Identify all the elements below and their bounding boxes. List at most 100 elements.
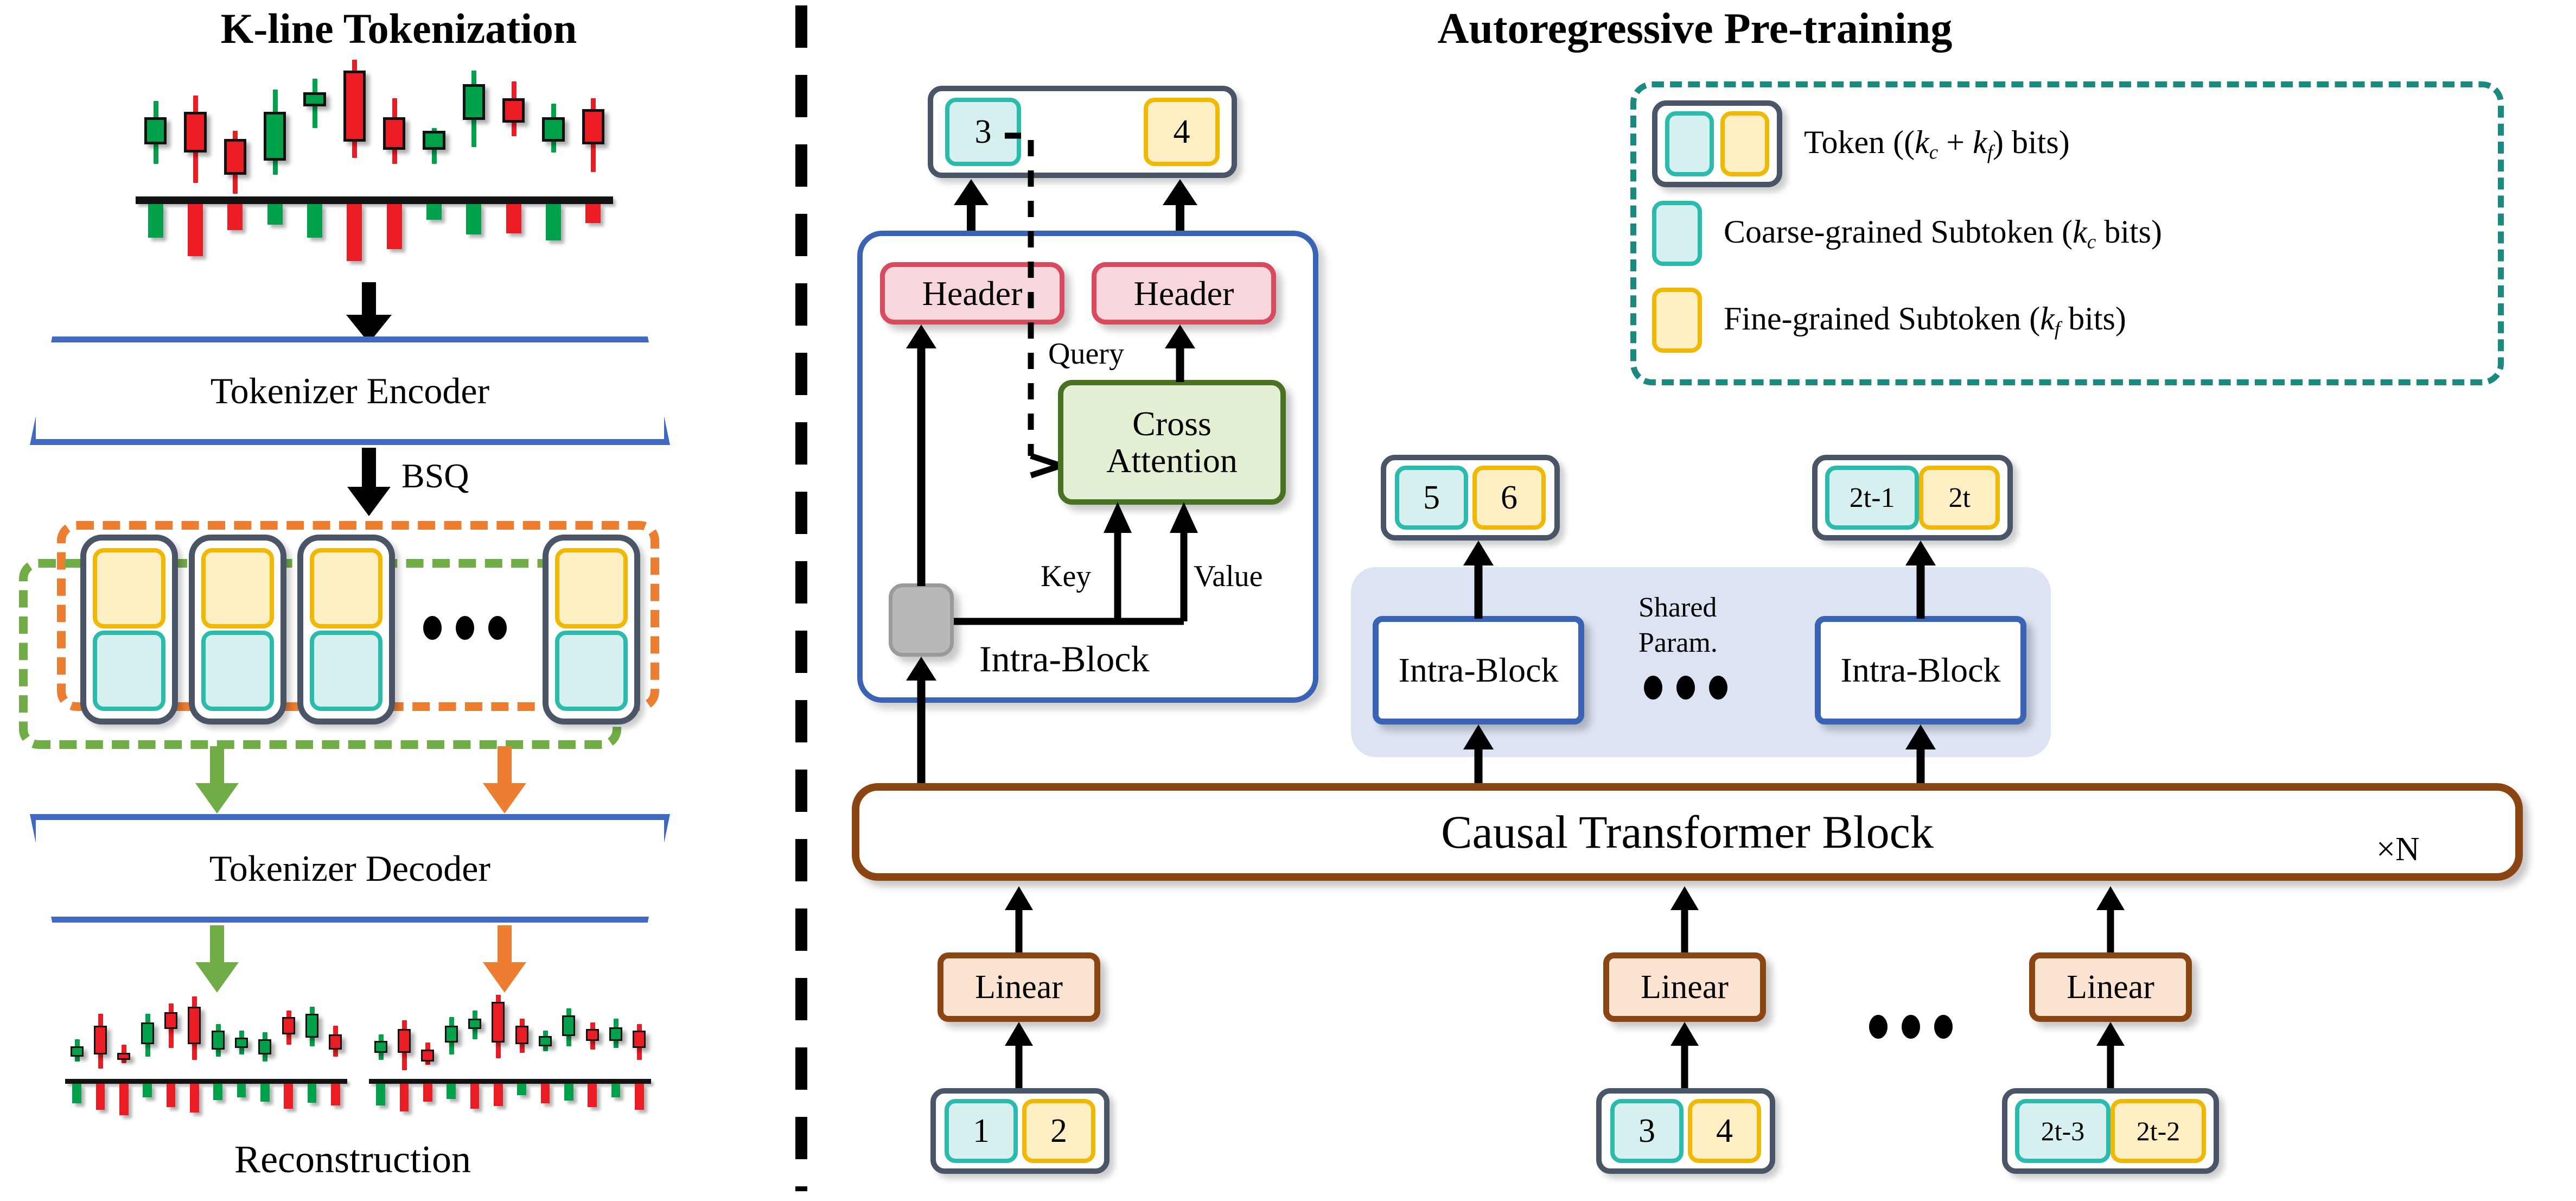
candle-body (188, 1007, 201, 1045)
candlestick (374, 993, 387, 1079)
input-token-box: 3 4 (1596, 1088, 1775, 1174)
fine-subtoken (310, 548, 382, 628)
candle-body (282, 1017, 295, 1034)
candle-body (329, 1034, 342, 1050)
candlestick (383, 60, 406, 196)
fine-subtoken: 6 (1472, 466, 1546, 530)
legend-coarse-swatch (1652, 201, 1702, 266)
arrow-chart-to-encoder (336, 282, 401, 343)
right-panel-title: Autoregressive Pre-training (1437, 5, 1953, 53)
volume-bar (347, 204, 362, 261)
linear-box: Linear (2029, 952, 2192, 1022)
candle-body (305, 1013, 319, 1038)
token-stack (297, 535, 395, 725)
volume-bar (213, 1083, 222, 1100)
candle-body (468, 1019, 482, 1030)
candlestick (538, 993, 552, 1079)
volume-bar (72, 1083, 81, 1104)
volume-bar (588, 1083, 597, 1107)
coarse-subtoken: 3 (945, 98, 1021, 166)
k-line-tokenization-panel: K-line Tokenization Tokenizer Encoder BS… (0, 0, 798, 1201)
candlestick (258, 993, 272, 1079)
output-token-box: 5 6 (1381, 455, 1560, 541)
output-token-box: 2t-1 2t (1812, 455, 2013, 541)
candle-body (423, 131, 445, 150)
candlestick (582, 60, 604, 196)
volume-bar (517, 1083, 526, 1096)
candlestick (423, 60, 445, 196)
linear-box: Linear (1603, 952, 1766, 1022)
candle-body (542, 117, 565, 142)
header-box-coarse: Header (880, 262, 1064, 325)
volume-bar (494, 1083, 503, 1107)
candlestick (633, 993, 646, 1079)
arrow-header1-to-token (952, 179, 990, 237)
volume-bar (399, 1083, 409, 1112)
legend-item-fine: Fine-grained Subtoken (kf bits) (1652, 288, 2126, 353)
intra-block-ellipsis (1644, 676, 1727, 700)
candle-body (502, 98, 525, 123)
volume-bar (466, 204, 482, 235)
candle-body (397, 1029, 411, 1053)
arrow-fine-to-decoder (472, 746, 537, 817)
candlestick (562, 993, 576, 1079)
candle-body (141, 1022, 154, 1045)
legend-item-token: Token ((kc + kf) bits) (1652, 100, 2070, 187)
candle-body (224, 139, 246, 175)
candlestick (224, 60, 246, 196)
linear-box: Linear (938, 952, 1100, 1022)
left-panel-title: K-line Tokenization (220, 5, 577, 52)
tokenizer-decoder-box: Tokenizer Decoder (30, 814, 670, 923)
candlestick (264, 60, 286, 196)
reconstruction-chart-left (65, 993, 347, 1129)
candlestick (141, 993, 154, 1079)
cross-attention-line1: Cross (1132, 404, 1212, 443)
arrow-token-to-linear (1668, 1022, 1701, 1089)
arrow-transformer-to-intra (1904, 725, 1937, 789)
candlestick (305, 993, 319, 1079)
fine-subtoken (93, 548, 165, 628)
volume-bar (546, 204, 561, 240)
volume-bar (237, 1083, 246, 1097)
volume-bar (267, 204, 283, 225)
volume-bar (166, 1083, 176, 1107)
repeat-count-label: ×N (2376, 831, 2420, 868)
candlestick (70, 993, 84, 1079)
candle-body (538, 1035, 552, 1046)
intra-block-detail-label: Intra-Block (979, 638, 1150, 679)
hidden-state-node (889, 583, 954, 657)
legend-token-label: Token ((kc + kf) bits) (1804, 124, 2070, 164)
candlestick (93, 993, 107, 1079)
candlestick (462, 60, 485, 196)
causal-transformer-block: Causal Transformer Block (852, 783, 2523, 881)
candle-body (562, 1015, 576, 1036)
candlestick (329, 993, 342, 1079)
arrow-intra-to-token (1462, 541, 1495, 619)
arrow-linear-to-causal (1003, 886, 1035, 952)
header-box-fine: Header (1092, 262, 1276, 325)
candle-body (343, 71, 366, 142)
input-token-box: 1 2 (930, 1088, 1110, 1174)
arrow-decoder-to-reconstruction-2 (472, 925, 537, 996)
candle-body (492, 1001, 505, 1043)
candle-body (421, 1049, 435, 1062)
legend-fine-label: Fine-grained Subtoken (kf bits) (1724, 300, 2126, 340)
tokenizer-encoder-label: Tokenizer Encoder (210, 370, 490, 411)
candlestick (515, 993, 528, 1079)
arrow-token-to-linear (2094, 1022, 2127, 1089)
volume-bar (307, 1083, 317, 1103)
arrow-linear-to-causal (2094, 886, 2127, 952)
arrow-transformer-to-intra (1462, 725, 1495, 789)
volume-bar (376, 1083, 385, 1105)
candle-body (303, 92, 326, 106)
candlestick (397, 993, 411, 1079)
candlestick (117, 993, 131, 1079)
volume-bar (635, 1083, 644, 1110)
fine-subtoken: 2 (1022, 1099, 1095, 1163)
volume-bar (470, 1083, 480, 1109)
candle-body (184, 111, 207, 153)
candlestick (303, 60, 326, 196)
candle-body (164, 1012, 178, 1030)
candle-body (633, 1031, 646, 1048)
volume-bar (447, 1083, 456, 1099)
